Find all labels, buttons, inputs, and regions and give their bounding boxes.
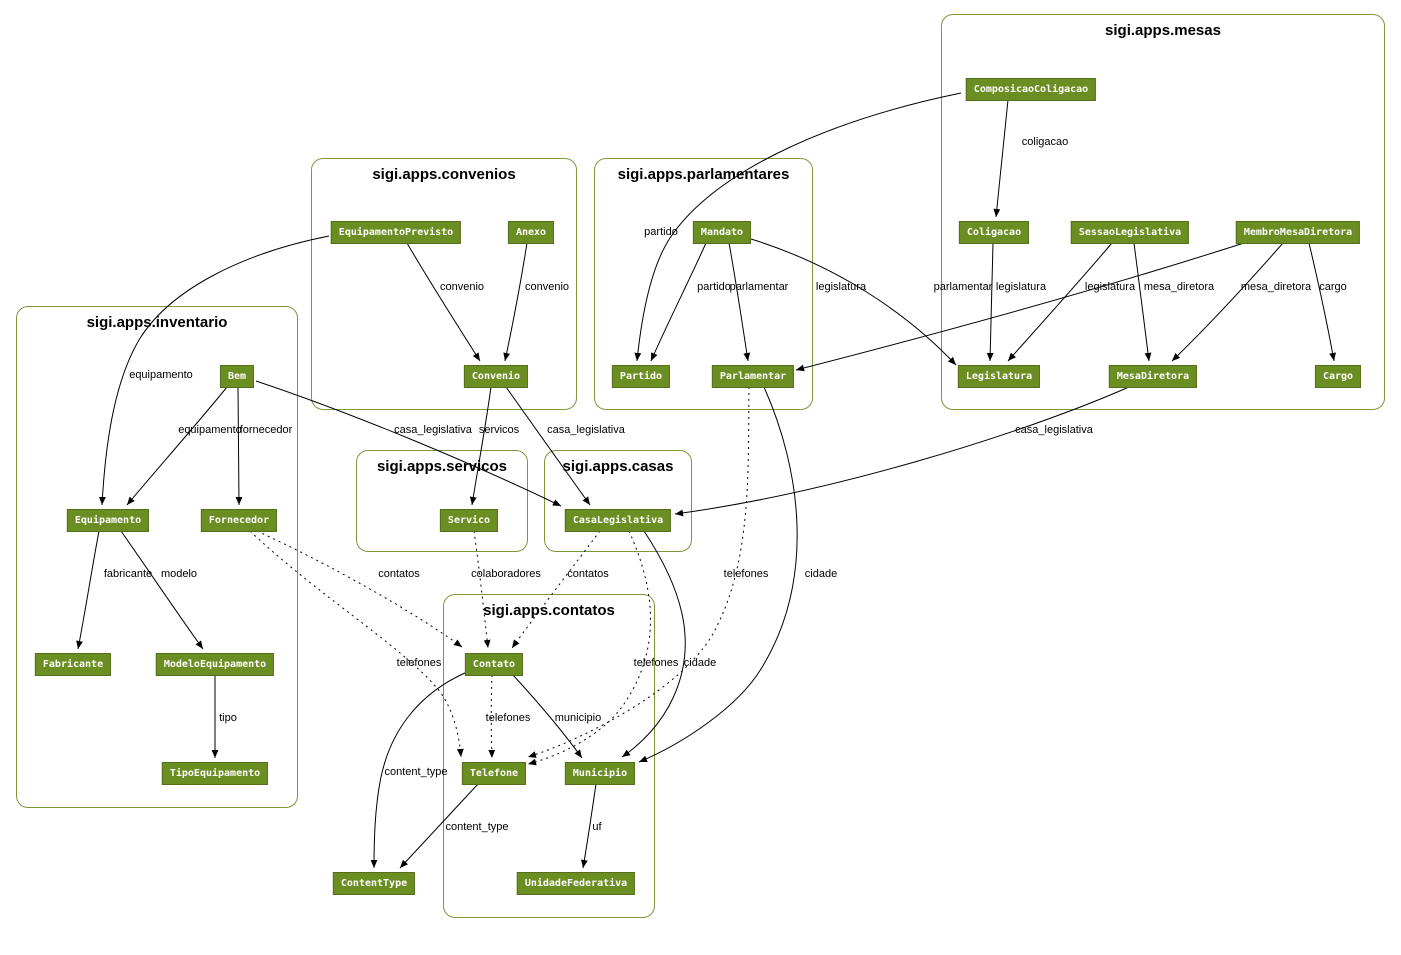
node-bem: Bem	[219, 365, 255, 388]
edge-label-casalegislativa-contato: contatos	[567, 568, 609, 580]
cluster-title-casas: sigi.apps.casas	[562, 458, 674, 475]
cluster-casas: sigi.apps.casas	[544, 450, 692, 552]
edge-label-composicaocoligacao-coligacao: coligacao	[1021, 136, 1069, 148]
node-convenio: Convenio	[463, 365, 529, 388]
edge-label-equipamentoprevisto-equipamento: equipamento	[129, 369, 193, 381]
node-mesadiretora: MesaDiretora	[1108, 365, 1198, 388]
cluster-title-parlamentares: sigi.apps.parlamentares	[617, 166, 790, 183]
edge-label-telefone-contenttype: content_type	[445, 821, 509, 833]
edge-label-membromesadiretora-mesadiretora: mesa_diretora	[1240, 281, 1312, 293]
cluster-contatos: sigi.apps.contatos	[443, 594, 655, 918]
node-municipio: Municipio	[564, 762, 636, 785]
edge-label-mandato-parlamentar: parlamentar	[729, 281, 789, 293]
edge-label-mandato-legislatura: legislatura	[815, 281, 867, 293]
node-equipamento: Equipamento	[66, 509, 150, 532]
node-servico: Servico	[439, 509, 499, 532]
edge-label-parlamentar-telefone: telefones	[723, 568, 769, 580]
edge-label-sessaolegislativa-mesadiretora: mesa_diretora	[1143, 281, 1215, 293]
node-composicaocoligacao: ComposicaoColigacao	[965, 78, 1097, 101]
node-legislatura: Legislatura	[957, 365, 1041, 388]
node-casalegislativa: CasaLegislativa	[564, 509, 672, 532]
node-partido: Partido	[611, 365, 671, 388]
edge-label-contato-telefone: telefones	[485, 712, 531, 724]
edge-label-membromesadiretora-parlamentar: parlamentar	[933, 281, 993, 293]
node-fabricante: Fabricante	[34, 653, 112, 676]
edge-label-mandato-partido: partido	[697, 281, 731, 293]
node-coligacao: Coligacao	[958, 221, 1030, 244]
edge-label-bem-fornecedor: fornecedor	[239, 424, 293, 436]
edge-label-bem-casalegislativa: casa_legislativa	[394, 424, 472, 436]
cluster-mesas: sigi.apps.mesas	[941, 14, 1385, 410]
edge-parlamentar-municipio	[638, 386, 798, 763]
cluster-title-contatos: sigi.apps.contatos	[483, 602, 615, 619]
edge-label-membromesadiretora-cargo: cargo	[1319, 281, 1347, 293]
edge-label-casalegislativa-municipio: cidade	[683, 657, 717, 669]
cluster-title-mesas: sigi.apps.mesas	[1105, 22, 1221, 39]
edge-label-bem-equipamento: equipamento	[178, 424, 242, 436]
cluster-servicos: sigi.apps.servicos	[356, 450, 528, 552]
node-telefone: Telefone	[461, 762, 527, 785]
edge-label-contato-contenttype: content_type	[384, 766, 448, 778]
edge-label-convenio-servico: servicos	[478, 424, 520, 436]
node-contenttype: ContentType	[332, 872, 416, 895]
cluster-title-convenios: sigi.apps.convenios	[372, 166, 516, 183]
cluster-title-inventario: sigi.apps.inventario	[86, 314, 228, 331]
node-unidadefederativa: UnidadeFederativa	[516, 872, 636, 895]
edge-label-equipamento-modeloequipamento: modelo	[160, 568, 198, 580]
edge-label-anexo-convenio: convenio	[524, 281, 570, 293]
node-contato: Contato	[464, 653, 524, 676]
edge-label-mesadiretora-casalegislativa: casa_legislativa	[1015, 424, 1093, 436]
edge-label-modeloequipamento-tipoequipamento: tipo	[219, 712, 237, 724]
edge-label-parlamentar-municipio: cidade	[804, 568, 838, 580]
edge-label-municipio-unidadefederativa: uf	[592, 821, 602, 833]
cluster-title-servicos: sigi.apps.servicos	[376, 458, 508, 475]
node-fornecedor: Fornecedor	[200, 509, 278, 532]
node-anexo: Anexo	[507, 221, 555, 244]
node-membromesadiretora: MembroMesaDiretora	[1235, 221, 1361, 244]
edge-label-convenio-casalegislativa: casa_legislativa	[547, 424, 625, 436]
edge-label-equipamento-fabricante: fabricante	[103, 568, 153, 580]
node-cargo: Cargo	[1314, 365, 1362, 388]
node-equipamentoprevisto: EquipamentoPrevisto	[330, 221, 462, 244]
edge-label-sessaolegislativa-legislatura: legislatura	[1084, 281, 1136, 293]
edge-label-fornecedor-contato: contatos	[378, 568, 420, 580]
edge-label-fornecedor-telefone: telefones	[396, 657, 442, 669]
node-tipoequipamento: TipoEquipamento	[161, 762, 269, 785]
edge-label-equipamentoprevisto-convenio: convenio	[439, 281, 485, 293]
node-parlamentar: Parlamentar	[711, 365, 795, 388]
node-modeloequipamento: ModeloEquipamento	[155, 653, 275, 676]
cluster-inventario: sigi.apps.inventario	[16, 306, 298, 808]
edge-label-servico-contato: colaboradores	[471, 568, 541, 580]
edge-label-contato-municipio: municipio	[554, 712, 602, 724]
node-mandato: Mandato	[692, 221, 752, 244]
edge-label-casalegislativa-telefone: telefones	[633, 657, 679, 669]
edge-label-composicaocoligacao-partido: partido	[644, 226, 678, 238]
edge-label-coligacao-legislatura: legislatura	[995, 281, 1047, 293]
node-sessaolegislativa: SessaoLegislativa	[1070, 221, 1190, 244]
